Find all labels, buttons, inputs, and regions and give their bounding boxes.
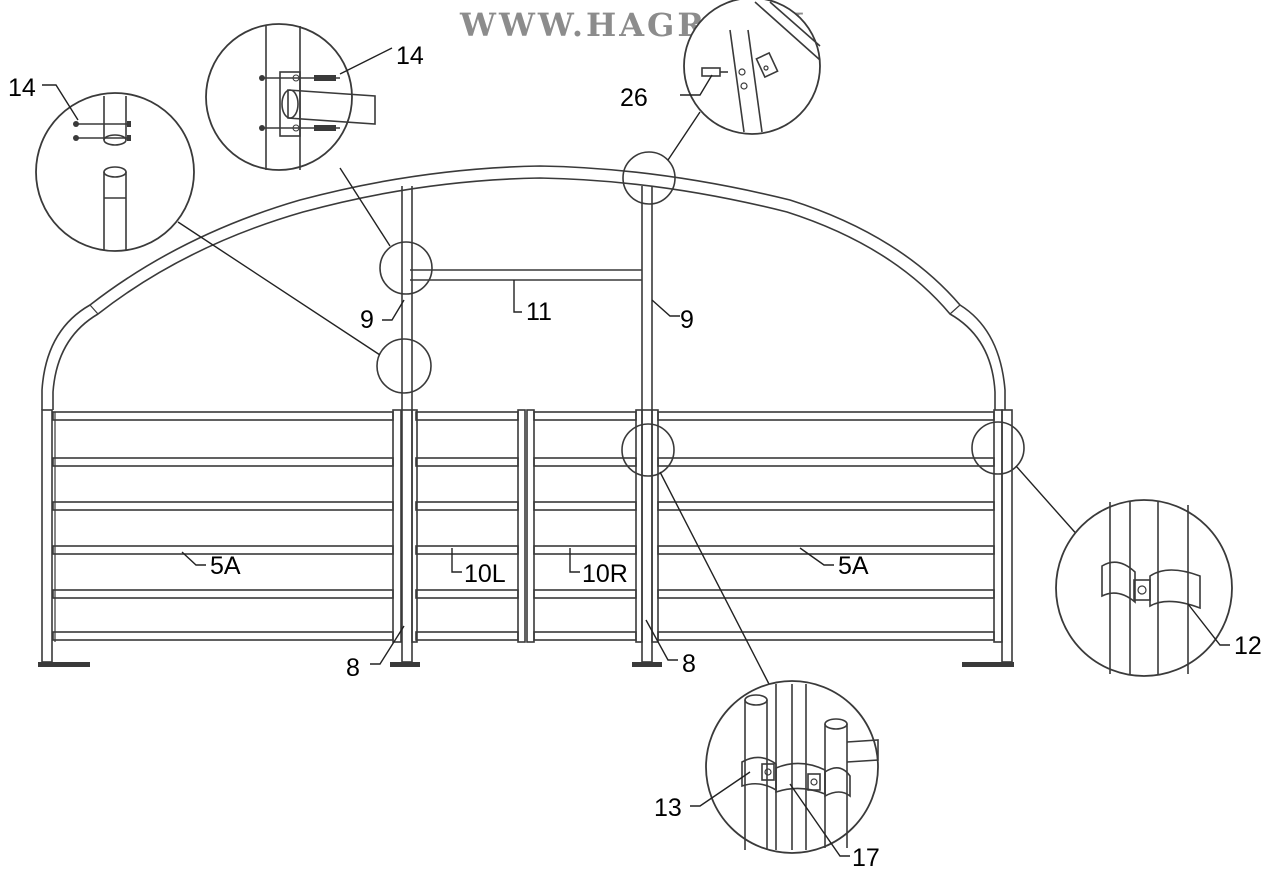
label-part-13: 13	[654, 794, 682, 822]
base-feet	[38, 662, 1014, 667]
label-part-9-right: 9	[680, 306, 694, 334]
crossbar-11	[410, 269, 642, 281]
label-leaders	[42, 47, 1230, 857]
label-part-8-right: 8	[682, 650, 696, 678]
label-part-26: 26	[620, 84, 648, 112]
label-part-10l: 10L	[464, 560, 506, 588]
detail-circle-clamp-12	[1055, 499, 1233, 677]
fence-stiles	[41, 409, 1013, 663]
label-part-5a-right: 5A	[838, 552, 869, 580]
detail-circle-bolt-26	[683, 0, 821, 135]
detail-circle-pin-14	[35, 92, 195, 252]
label-part-12: 12	[1234, 632, 1262, 660]
label-part-10r: 10R	[582, 560, 628, 588]
part-labels: 14 14 26 11 9 9 5A 5A 10L 10R 8 8 12 13 …	[8, 42, 1262, 872]
label-part-9-left: 9	[360, 306, 374, 334]
label-part-14-left: 14	[8, 74, 36, 102]
upright-posts-9	[401, 186, 653, 410]
detail-circle-bracket-14	[205, 23, 376, 171]
label-part-17: 17	[852, 844, 880, 872]
fence-rails	[52, 411, 995, 641]
label-part-11: 11	[526, 298, 552, 326]
label-part-14-top: 14	[396, 42, 424, 70]
highlight-circles	[376, 151, 1025, 477]
label-part-8-left: 8	[346, 654, 360, 682]
label-part-5a-left: 5A	[210, 552, 241, 580]
detail-leaders	[177, 111, 1081, 687]
arch-frame	[41, 165, 1006, 410]
detail-circle-clamp-13-17	[705, 680, 879, 854]
